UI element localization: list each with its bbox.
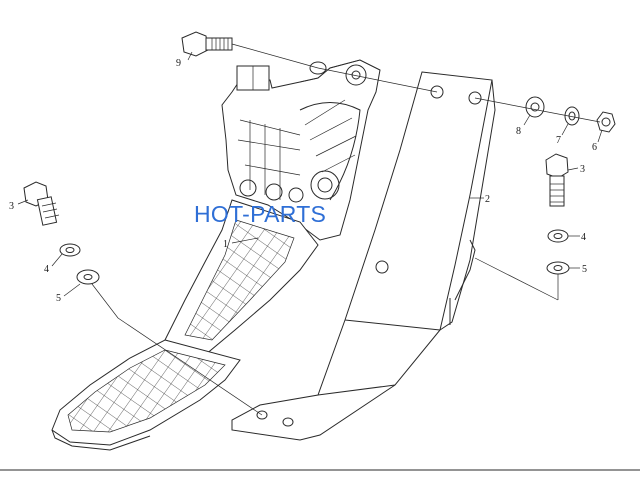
washer-part-8: [525, 96, 545, 118]
pedal-assembly-part-1: [51, 59, 381, 451]
washer-part-4-left: [59, 243, 81, 257]
callout-4-right: 4: [581, 232, 586, 243]
bolt-part-3-left: [23, 181, 60, 226]
bolt-part-3-right: [545, 153, 569, 207]
washer-part-5-right: [546, 261, 570, 275]
callout-5-right: 5: [582, 264, 587, 275]
callout-8: 8: [516, 126, 521, 137]
washer-part-5-left: [76, 269, 100, 285]
washer-part-4-right: [547, 229, 569, 243]
watermark-text: HOT-PARTS: [194, 201, 326, 227]
bolt-part-9: [181, 31, 233, 57]
washer-part-7: [564, 106, 580, 126]
callout-7: 7: [556, 135, 561, 146]
callout-3-right: 3: [580, 164, 585, 175]
callout-1: 1: [223, 239, 228, 250]
callout-5-left: 5: [56, 293, 61, 304]
callout-6: 6: [592, 142, 597, 153]
callout-3-left: 3: [9, 201, 14, 212]
callout-4-left: 4: [44, 264, 49, 275]
callout-9: 9: [176, 58, 181, 69]
bracket-part-2: [231, 71, 496, 441]
callout-2: 2: [485, 194, 490, 205]
nut-part-6: [596, 111, 616, 133]
